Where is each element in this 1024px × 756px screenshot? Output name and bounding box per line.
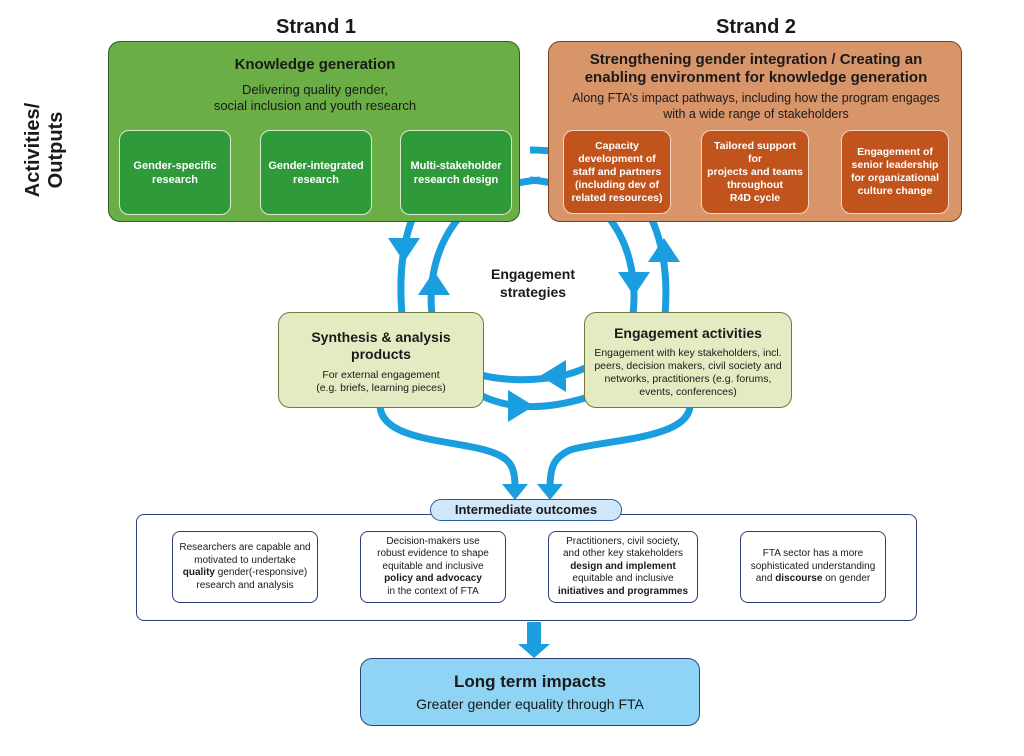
engagement-activities-text: Engagement with key stakeholders, incl. … [594,347,782,398]
long-term-impacts-box: Long term impacts Greater gender equalit… [360,658,700,726]
arrowhead-int-left [502,484,528,500]
strand2-heading: Strand 2 [715,16,797,38]
knowledge-generation-subtitle: Delivering quality gender, social inclus… [213,82,417,113]
impact-shaft [527,622,541,646]
engagement-activities-box: Engagement activities Engagement with ke… [584,312,792,408]
outcome-decision-makers: Decision-makers use robust evidence to s… [360,531,506,603]
knowledge-generation-panel: Knowledge generation Delivering quality … [108,41,520,222]
strand1-heading: Strand 1 [275,16,357,38]
long-term-impacts-subtitle: Greater gender equality through FTA [416,696,644,712]
arrowhead-mid-left [540,360,566,392]
engagement-strategies-label: Engagement strategies [490,266,575,300]
intermediate-outcomes-label: Intermediate outcomes [430,499,622,521]
gender-integration-panel: Strengthening gender integration / Creat… [548,41,962,222]
down-left [376,404,519,489]
loop-bottom-2 [478,391,587,411]
arrowhead-left-up [418,271,450,295]
synthesis-subtitle: For external engagement (e.g. briefs, le… [316,369,446,394]
outcome-practitioners: Practitioners, civil society, and other … [548,531,698,603]
synthesis-title: Synthesis & analysis products [311,329,451,362]
arrowhead-right-down [618,272,650,296]
gender-integration-title: Strengthening gender integration / Creat… [584,51,928,86]
arrowhead-mid-right [508,390,534,422]
arrowhead-right-up [648,238,680,262]
gender-integration-subtitle: Along FTA’s impact pathways, including h… [572,91,940,121]
outcome-fta-sector: FTA sector has a more sophisticated unde… [740,531,886,603]
arrowhead-int-right [537,484,563,500]
synthesis-analysis-box: Synthesis & analysis products For extern… [278,312,484,408]
arrowhead-impact [518,644,550,658]
activities-outputs-label: Activities/ Outputs [22,85,82,215]
outcome-researchers: Researchers are capable and motivated to… [172,531,318,603]
loop-bottom-1 [468,364,587,384]
arrowhead-left-down [388,238,420,262]
side-label-line2: Outputs [45,111,67,189]
side-label-line1: Activities/ [22,102,44,198]
down-right [546,404,694,489]
engagement-activities-title: Engagement activities [614,325,762,341]
long-term-impacts-title: Long term impacts [453,672,607,691]
knowledge-generation-title: Knowledge generation [234,56,396,73]
